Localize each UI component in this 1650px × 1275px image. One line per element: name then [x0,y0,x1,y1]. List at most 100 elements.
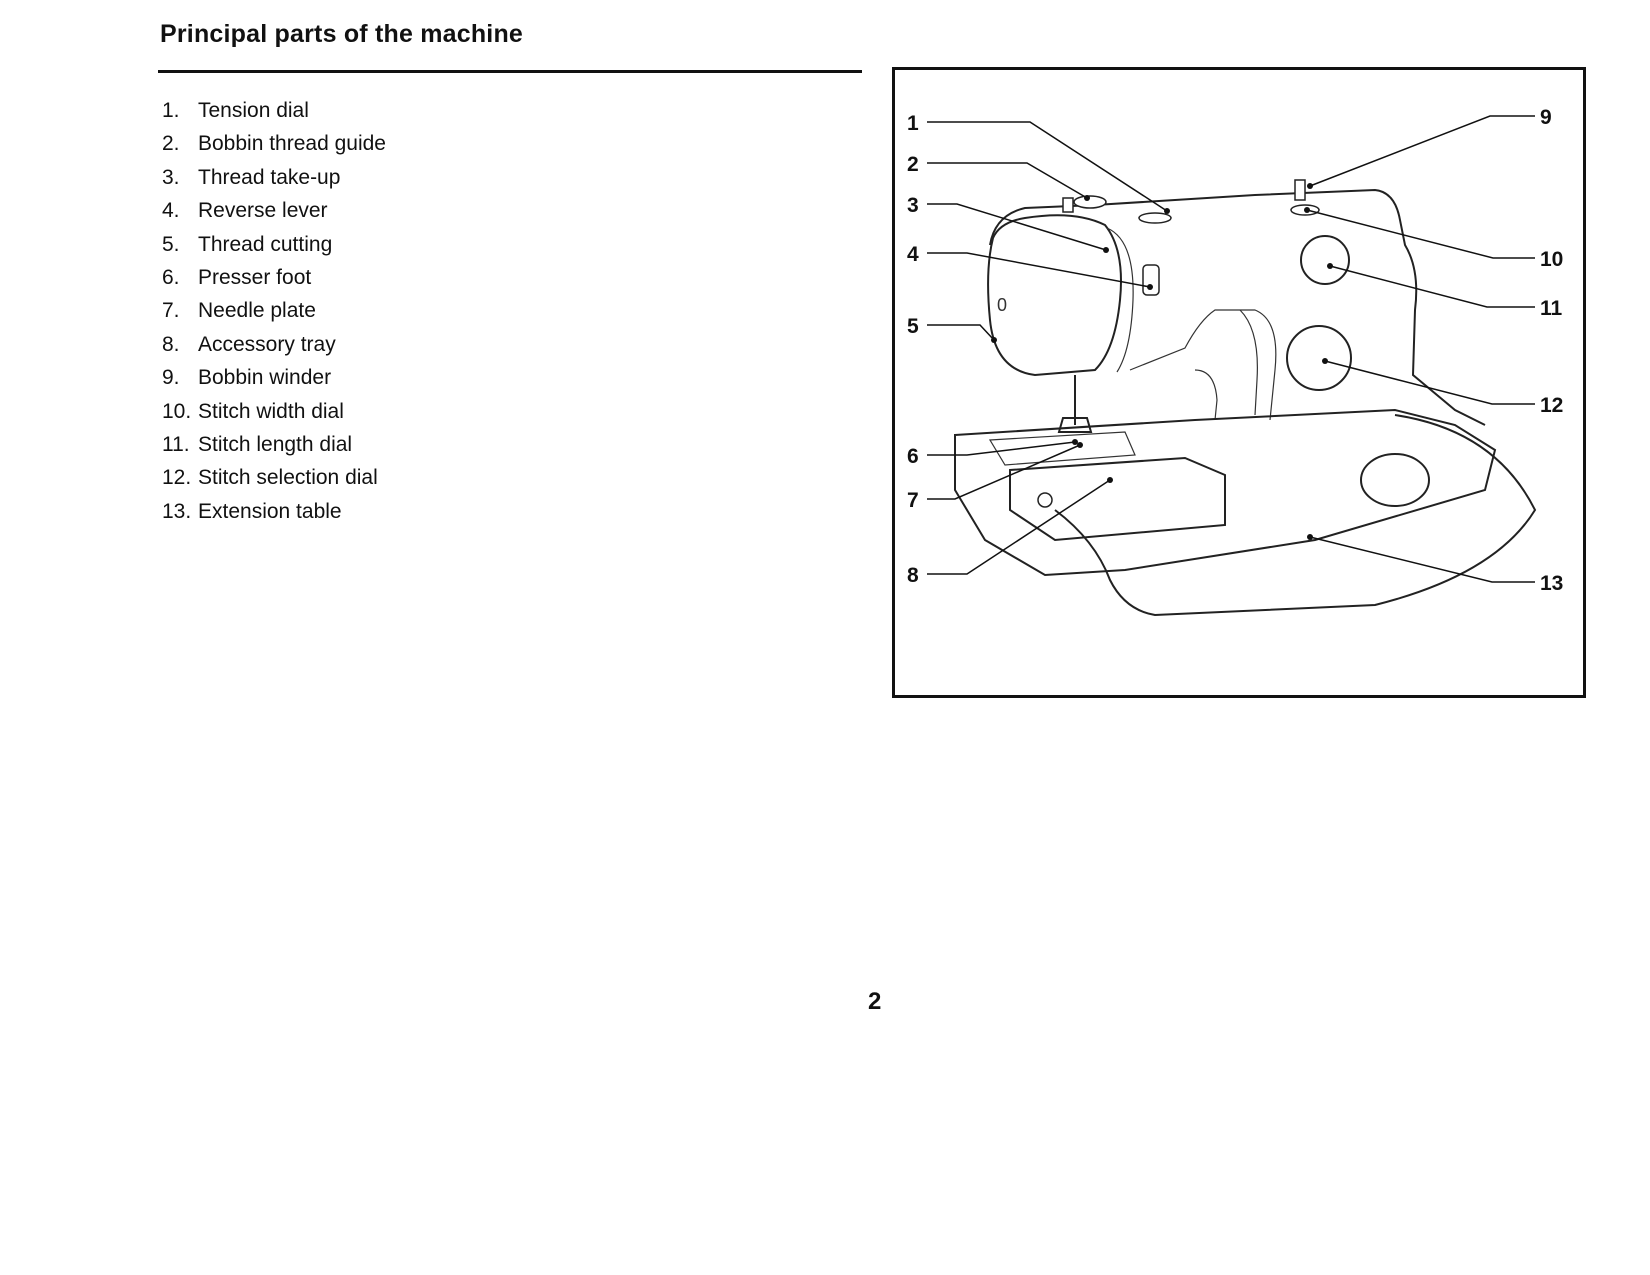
stitch-selection-dial [1286,325,1352,391]
callout-1: 1 [907,112,919,135]
item-label: Thread take-up [198,165,341,189]
list-item: 9. Bobbin winder [162,361,386,394]
leader-dot [991,337,997,343]
item-number: 5. [162,232,180,256]
leader-dot [1322,358,1328,364]
machine-arm [989,188,1486,426]
leader-line-9 [1309,115,1535,187]
item-number: 6. [162,265,180,289]
face-mark: 0 [997,295,1007,315]
bobbin-thread-guide [1073,195,1107,209]
leader-dot [1077,442,1083,448]
leader-line-6 [927,441,1076,456]
leader-dot [1307,534,1313,540]
callout-11: 11 [1540,297,1563,320]
page-number: 2 [868,988,882,1015]
head-front-panel [1106,227,1134,373]
callout-8: 8 [907,564,919,587]
list-item: 2. Bobbin thread guide [162,127,386,160]
machine-head-cover [987,214,1122,377]
item-label: Stitch width dial [198,399,344,423]
item-number: 4. [162,199,180,223]
item-number: 3. [162,165,180,189]
callout-13: 13 [1540,572,1563,595]
list-item: 11. Stitch length dial [162,428,386,461]
leader-dot [1107,477,1113,483]
title-divider [158,70,862,73]
list-item: 1. Tension dial [162,94,386,127]
reverse-lever [1142,264,1160,296]
item-label: Tension dial [198,99,309,122]
callout-10: 10 [1540,248,1563,271]
item-label: Reverse lever [198,199,328,223]
list-item: 3. Thread take-up [162,161,386,194]
list-item: 4. Reverse lever [162,194,386,227]
leader-dot [1164,208,1170,214]
list-item: 13.Extension table [162,495,386,528]
item-number: 8. [162,332,180,356]
leader-line-5 [927,324,995,341]
leader-line-3 [927,203,1107,251]
item-label: Presser foot [198,265,312,289]
leader-dot [1304,207,1310,213]
item-label: Needle plate [198,299,316,323]
tension-dial-slot [1138,212,1172,224]
leader-line-10 [1306,209,1535,259]
item-label: Bobbin winder [198,366,332,390]
leader-line-13 [1309,536,1535,583]
leader-dot [1327,263,1333,269]
leader-line-8 [927,479,1111,575]
needle-plate [988,431,1136,466]
callout-2: 2 [907,153,919,176]
item-number: 2. [162,132,180,156]
callout-3: 3 [907,194,919,217]
item-number: 12. [162,466,192,490]
bobbin-winder-spindle [1294,179,1306,201]
table-storage-cup [1360,453,1430,507]
arm-underside [1129,309,1277,421]
leader-dot [1103,247,1109,253]
callout-12: 12 [1540,394,1563,417]
tray-latch [1037,492,1053,508]
leader-dot [1307,183,1313,189]
leader-dot [1072,439,1078,445]
callout-4: 4 [907,243,919,266]
item-number: 1. [162,99,180,122]
item-label: Thread cutting [198,232,333,256]
leader-line-1 [927,121,1168,212]
list-item: 7. Needle plate [162,294,386,327]
item-label: Stitch selection dial [198,466,378,490]
machine-diagram: 0 [892,67,1586,698]
list-item: 5. Thread cutting [162,228,386,261]
leader-line-2 [927,162,1088,199]
stitch-length-dial [1300,235,1350,285]
callout-5: 5 [907,315,919,338]
leader-dot [1147,284,1153,290]
list-item: 8.Accessory tray [162,328,386,361]
sewing-machine-illustration: 0 [907,106,1563,617]
page-title: Principal parts of the machine [160,20,524,48]
callout-6: 6 [907,445,919,468]
item-label: Stitch length dial [198,432,353,456]
item-number: 13. [162,499,192,523]
list-item: 12.Stitch selection dial [162,461,386,494]
callout-7: 7 [907,489,919,512]
accessory-tray [1009,456,1226,542]
item-number: 11. [162,432,190,456]
list-item: 10.Stitch width dial [162,395,386,428]
leader-dot [1084,195,1090,201]
presser-foot [1057,417,1093,433]
item-number: 10. [162,399,192,423]
item-number: 9. [162,366,180,390]
parts-list: 1. Tension dial 2. Bobbin thread guide 3. T… [162,94,386,528]
item-number: 7. [162,299,180,323]
list-item: 6. Presser foot [162,261,386,294]
machine-base [954,408,1497,577]
leader-line-11 [1329,265,1535,308]
item-label: Bobbin thread guide [198,132,386,156]
pillar-inner [1194,309,1258,421]
leader-line-4 [927,252,1151,288]
tension-knob [1062,197,1074,213]
extension-table [1054,414,1537,617]
leader-line-12 [1324,360,1535,405]
